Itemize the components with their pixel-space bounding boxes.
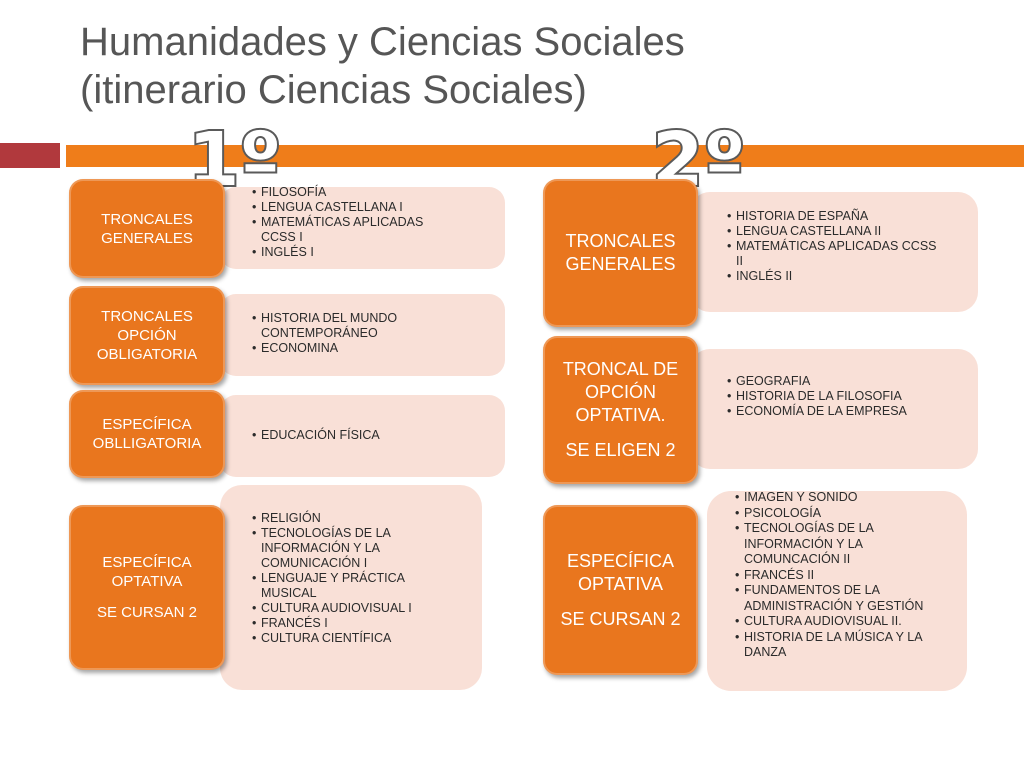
subject-item: EDUCACIÓN FÍSICA (252, 428, 452, 443)
subject-item: IMAGEN Y SONIDO (735, 490, 935, 506)
subject-item: INGLÉS II (727, 269, 942, 284)
subject-item: HISTORIA DE ESPAÑA (727, 209, 942, 224)
subject-list: RELIGIÓN TECNOLOGÍAS DE LA INFORMACIÓN Y… (252, 511, 452, 646)
category-box: ESPECÍFICA OPTATIVA SE CURSAN 2 (69, 505, 225, 670)
accent-bar-red (0, 143, 60, 168)
subject-item: RELIGIÓN (252, 511, 452, 526)
subject-item: LENGUA CASTELLANA II (727, 224, 942, 239)
subject-list: FILOSOFÍA LENGUA CASTELLANA I MATEMÁTICA… (252, 185, 452, 260)
category-box: TRONCALES GENERALES (543, 179, 698, 327)
subject-item: ECONOMÍA DE LA EMPRESA (727, 404, 952, 419)
category-label: ESPECÍFICA OPTATIVA (566, 550, 675, 594)
category-note: SE ELIGEN 2 (565, 440, 676, 460)
subject-item: TECNOLOGÍAS DE LA INFORMACIÓN Y LA COMUN… (252, 526, 452, 571)
subject-item: CULTURA AUDIOVISUAL I (252, 601, 452, 616)
title-line-1: Humanidades y Ciencias Sociales (80, 20, 685, 64)
subject-item: ECONOMINA (252, 341, 452, 356)
subject-item: GEOGRAFIA (727, 374, 952, 389)
category-box: TRONCALES OPCIÓN OBLIGATORIA (69, 286, 225, 385)
subject-item: LENGUAJE Y PRÁCTICA MUSICAL (252, 571, 452, 601)
subject-item: CULTURA CIENTÍFICA (252, 631, 452, 646)
subject-item: LENGUA CASTELLANA I (252, 200, 452, 215)
subject-list: HISTORIA DEL MUNDO CONTEMPORÁNEO ECONOMI… (252, 311, 452, 356)
subject-item: TECNOLOGÍAS DE LA INFORMACIÓN Y LA COMUN… (735, 521, 935, 568)
subject-item: FILOSOFÍA (252, 185, 452, 200)
category-note: SE CURSAN 2 (560, 608, 681, 629)
subject-item: HISTORIA DEL MUNDO CONTEMPORÁNEO (252, 311, 452, 341)
category-box: ESPECÍFICA OPTATIVA SE CURSAN 2 (543, 505, 698, 675)
category-label: ESPECÍFICA OPTATIVA (102, 554, 192, 590)
category-box: TRONCAL DE OPCIÓN OPTATIVA. SE ELIGEN 2 (543, 336, 698, 484)
subject-item: INGLÉS I (252, 245, 452, 260)
category-label: TRONCALES GENERALES (565, 231, 676, 274)
accent-bar-orange (66, 145, 1024, 167)
subject-list: HISTORIA DE ESPAÑA LENGUA CASTELLANA II … (727, 209, 942, 284)
subject-list: GEOGRAFIA HISTORIA DE LA FILOSOFIA ECONO… (727, 374, 952, 419)
category-label: TRONCALES OPCIÓN OBLIGATORIA (96, 308, 198, 363)
subject-item: HISTORIA DE LA FILOSOFIA (727, 389, 952, 404)
subject-item: FUNDAMENTOS DE LA ADMINISTRACIÓN Y GESTI… (735, 583, 935, 614)
category-label: TRONCAL DE OPCIÓN OPTATIVA. (562, 359, 679, 425)
subject-item: MATEMÁTICAS APLICADAS CCSS II (727, 239, 942, 269)
title-line-2: (itinerario Ciencias Sociales) (80, 68, 587, 112)
category-note: SE CURSAN 2 (96, 604, 198, 621)
category-box: TRONCALES GENERALES (69, 179, 225, 278)
subject-item: HISTORIA DE LA MÚSICA Y LA DANZA (735, 630, 935, 661)
subject-item: PSICOLOGÍA (735, 506, 935, 522)
subject-item: FRANCÉS II (735, 568, 935, 584)
subject-item: CULTURA AUDIOVISUAL II. (735, 614, 935, 630)
subject-item: MATEMÁTICAS APLICADAS CCSS I (252, 215, 452, 245)
category-box: ESPECÍFICA OBLLIGATORIA (69, 390, 225, 478)
slide-title: Humanidades y Ciencias Sociales (itinera… (80, 18, 980, 114)
subject-list: IMAGEN Y SONIDO PSICOLOGÍA TECNOLOGÍAS D… (735, 490, 935, 661)
subject-item: FRANCÉS I (252, 616, 452, 631)
subject-list: EDUCACIÓN FÍSICA (252, 428, 452, 443)
category-label: TRONCALES GENERALES (101, 210, 193, 247)
category-label: ESPECÍFICA OBLLIGATORIA (92, 416, 202, 452)
